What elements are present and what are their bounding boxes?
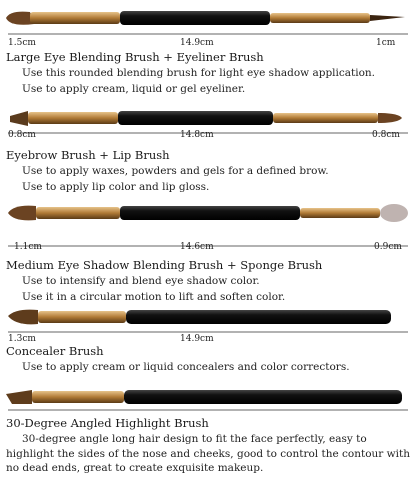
brush-image-3 bbox=[0, 196, 418, 230]
brush-image-4: 1.3cm 14.9cm bbox=[0, 300, 418, 344]
product-desc-3a: Use to intensify and blend eye shadow co… bbox=[22, 275, 260, 287]
dim-right-3: 0.9cm bbox=[374, 242, 402, 252]
product-title-3: Medium Eye Shadow Blending Brush + Spong… bbox=[6, 258, 323, 272]
dim-total-3: 14.6cm bbox=[180, 242, 214, 252]
product-title-5: 30-Degree Angled Highlight Brush bbox=[6, 416, 209, 430]
product-desc-5: 30-degree angle long hair design to fit … bbox=[6, 433, 410, 474]
dim-total-4: 14.9cm bbox=[180, 334, 214, 344]
product-desc-1a: Use this rounded blending brush for ligh… bbox=[22, 67, 376, 79]
product-desc-2b: Use to apply lip color and lip gloss. bbox=[22, 181, 210, 193]
brush-image-2: 0.8cm 14.8cm 0.8cm bbox=[0, 100, 418, 140]
brush-image-5 bbox=[0, 382, 418, 414]
dim-left-3: 1.1cm bbox=[14, 242, 42, 252]
dim-left-1: 1.5cm bbox=[8, 38, 36, 48]
dim-right-2: 0.8cm bbox=[372, 130, 400, 140]
product-title-1: Large Eye Blending Brush + Eyeliner Brus… bbox=[6, 50, 264, 64]
dim-total-1: 14.9cm bbox=[180, 38, 214, 48]
product-desc-4a: Use to apply cream or liquid concealers … bbox=[22, 361, 350, 373]
dim-left-4: 1.3cm bbox=[8, 334, 36, 344]
product-desc-2a: Use to apply waxes, powders and gels for… bbox=[22, 165, 329, 177]
product-title-4: Concealer Brush bbox=[6, 344, 104, 358]
product-desc-1b: Use to apply cream, liquid or gel eyelin… bbox=[22, 83, 246, 95]
brush-image-1: 1.5cm 14.9cm 1cm bbox=[0, 0, 418, 48]
dim-left-2: 0.8cm bbox=[8, 130, 36, 140]
product-desc-3b: Use it in a circular motion to lift and … bbox=[22, 291, 286, 303]
dim-right-1: 1cm bbox=[376, 38, 396, 48]
product-title-2: Eyebrow Brush + Lip Brush bbox=[6, 148, 170, 162]
dim-total-2: 14.8cm bbox=[180, 130, 214, 140]
